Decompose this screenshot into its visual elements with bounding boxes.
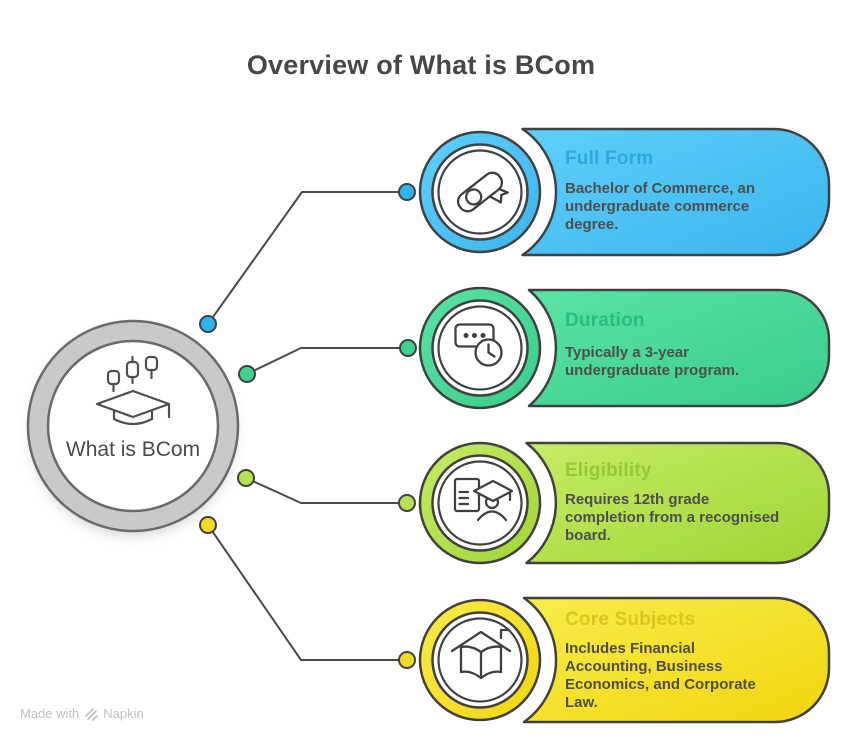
card-duration: [399, 286, 831, 410]
card-shape-full-form: [521, 127, 831, 257]
hub-inner-circle: [46, 339, 220, 513]
card-dot-eligibility: [398, 494, 416, 512]
page-title: Overview of What is BCom: [246, 50, 596, 80]
hub-circle: [26, 319, 240, 535]
card-title-core-subjects: Core Subjects: [565, 609, 696, 630]
card-full-form: [398, 127, 831, 257]
card-dot-core-subjects: [398, 651, 416, 669]
diploma-icon: [456, 171, 509, 213]
hub-dot-core-subjects: [199, 516, 217, 534]
hub-dot-full-form: [199, 315, 217, 333]
card-shape-eligibility: [525, 441, 831, 565]
card-title-duration: Duration: [565, 310, 645, 331]
card-body-duration: Typically a 3-year undergraduate program…: [565, 344, 740, 379]
watermark: Made with Napkin: [20, 706, 144, 721]
card-body-core-subjects: Includes Financial Accounting, Business …: [565, 640, 756, 711]
connector-full-form: [207, 191, 409, 325]
watermark-brand: Napkin: [103, 706, 144, 721]
card-shape-core-subjects: [522, 596, 831, 724]
connector-duration: [246, 347, 408, 375]
card-shape-duration: [527, 288, 831, 408]
card-dot-full-form: [398, 183, 416, 201]
watermark-prefix: Made with: [20, 706, 80, 721]
timer-clock-icon: [454, 323, 503, 367]
hub-dot-duration: [238, 365, 256, 383]
card-title-eligibility: Eligibility: [565, 460, 652, 481]
card-title-full-form: Full Form: [565, 148, 654, 169]
graduation-cap-with-chart-icon: [95, 355, 171, 426]
hub-dots: [199, 315, 256, 534]
graduate-document-icon: [453, 477, 514, 522]
card-body-full-form: Bachelor of Commerce, an undergraduate c…: [565, 180, 756, 233]
card-dot-duration: [399, 339, 417, 357]
card-eligibility: [398, 441, 831, 565]
napkin-logo-icon: [85, 707, 99, 721]
hub-label: What is BCom: [65, 438, 201, 461]
hub-dot-eligibility: [237, 469, 255, 487]
open-book-icon: [450, 628, 512, 680]
card-body-eligibility: Requires 12th grade completion from a re…: [565, 491, 780, 544]
card-core-subjects: [398, 596, 831, 724]
connector-core-subjects: [207, 524, 407, 661]
connector-lines: [207, 191, 409, 661]
connector-eligibility: [245, 477, 407, 504]
